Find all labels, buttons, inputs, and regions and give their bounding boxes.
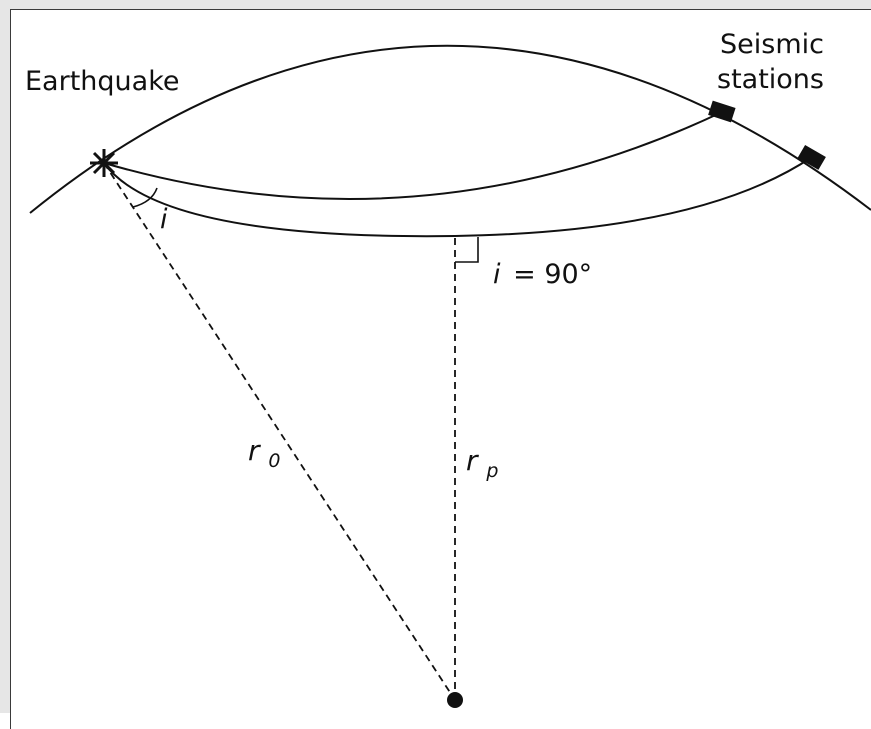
- stations-label-line1: Seismic: [720, 29, 824, 60]
- incidence-angle-arc: [132, 187, 158, 208]
- seismic-ray-diagram: Earthquake Seismic stations i i = 90° r …: [25, 29, 871, 708]
- right-angle-value: = 90°: [513, 259, 592, 290]
- earth-center-point: [447, 692, 463, 708]
- right-angle-i: i: [493, 259, 501, 290]
- r0-subscript: 0: [268, 450, 280, 472]
- rp-label: r p: [466, 444, 498, 482]
- earthquake-label: Earthquake: [25, 66, 180, 97]
- r0-main: r: [248, 434, 261, 467]
- ray-path-far-station: [103, 156, 813, 238]
- seismic-station-near-icon: [708, 100, 736, 123]
- ray-path-near-station: [103, 111, 723, 201]
- right-angle-marker: [455, 237, 479, 263]
- radius-r0-line: [103, 162, 456, 701]
- rp-subscript: p: [485, 460, 498, 482]
- r0-label: r 0: [248, 434, 281, 472]
- angle-i-label: i: [160, 204, 168, 235]
- right-angle-label: i = 90°: [493, 259, 592, 290]
- earthquake-star-icon: [90, 149, 118, 177]
- seismic-station-far-icon: [797, 144, 826, 170]
- stations-label-line2: stations: [717, 64, 824, 95]
- earth-surface-arc: [29, 44, 871, 214]
- rp-main: r: [466, 444, 479, 477]
